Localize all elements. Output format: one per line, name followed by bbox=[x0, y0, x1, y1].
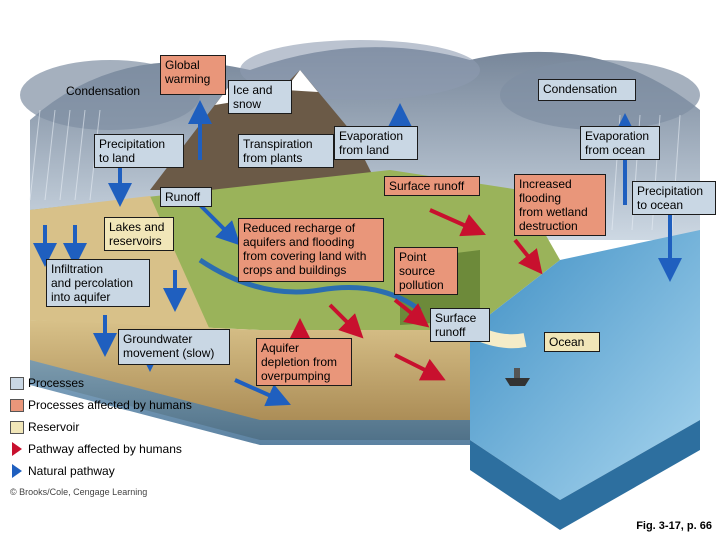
legend-processes-humans: Processes affected by humans bbox=[10, 398, 192, 412]
label-evaporation-ocean: Evaporation from ocean bbox=[580, 126, 660, 160]
label-lakes-reservoirs: Lakes and reservoirs bbox=[104, 217, 174, 251]
legend-pathway-humans-label: Pathway affected by humans bbox=[28, 442, 182, 456]
legend-swatch-process-human bbox=[10, 398, 24, 412]
legend-reservoir: Reservoir bbox=[10, 420, 79, 434]
legend-red-arrow-icon bbox=[12, 442, 22, 456]
label-precipitation-land: Precipitation to land bbox=[94, 134, 184, 168]
figure-caption: Fig. 3-17, p. 66 bbox=[636, 520, 712, 532]
label-surface-runoff-top: Surface runoff bbox=[384, 176, 480, 196]
boat bbox=[505, 368, 530, 386]
label-transpiration: Transpiration from plants bbox=[238, 134, 334, 168]
label-infiltration: Infiltration and percolation into aquife… bbox=[46, 259, 150, 307]
legend-swatch-process bbox=[10, 376, 24, 390]
legend-swatch-reservoir bbox=[10, 420, 24, 434]
label-reduced-recharge: Reduced recharge of aquifers and floodin… bbox=[238, 218, 384, 282]
legend-pathway-humans: Pathway affected by humans bbox=[10, 442, 182, 456]
label-condensation-right: Condensation bbox=[538, 79, 636, 101]
label-condensation-left: Condensation bbox=[66, 84, 141, 98]
legend-blue-arrow-icon bbox=[12, 464, 22, 478]
label-global-warming: Global warming bbox=[160, 55, 226, 95]
label-ice-and-snow: Ice and snow bbox=[228, 80, 292, 114]
label-evaporation-land: Evaporation from land bbox=[334, 126, 418, 160]
label-point-source: Point source pollution bbox=[394, 247, 458, 295]
legend-natural-pathway-label: Natural pathway bbox=[28, 464, 115, 478]
label-increased-flooding: Increased flooding from wetland destruct… bbox=[514, 174, 606, 236]
label-surface-runoff-bottom: Surface runoff bbox=[430, 308, 490, 342]
legend-natural-pathway: Natural pathway bbox=[10, 464, 115, 478]
label-groundwater: Groundwater movement (slow) bbox=[118, 329, 230, 365]
legend-reservoir-label: Reservoir bbox=[28, 420, 80, 434]
credit-line: © Brooks/Cole, Cengage Learning bbox=[10, 487, 148, 497]
human-arrows bbox=[288, 208, 543, 381]
label-precipitation-ocean: Precipitation to ocean bbox=[632, 181, 716, 215]
label-ocean: Ocean bbox=[544, 332, 600, 352]
label-runoff: Runoff bbox=[160, 187, 212, 207]
legend-processes: Processes bbox=[10, 376, 84, 390]
legend-processes-label: Processes bbox=[28, 376, 85, 390]
legend-processes-humans-label: Processes affected by humans bbox=[28, 398, 192, 412]
label-aquifer-depletion: Aquifer depletion from overpumping bbox=[256, 338, 352, 386]
